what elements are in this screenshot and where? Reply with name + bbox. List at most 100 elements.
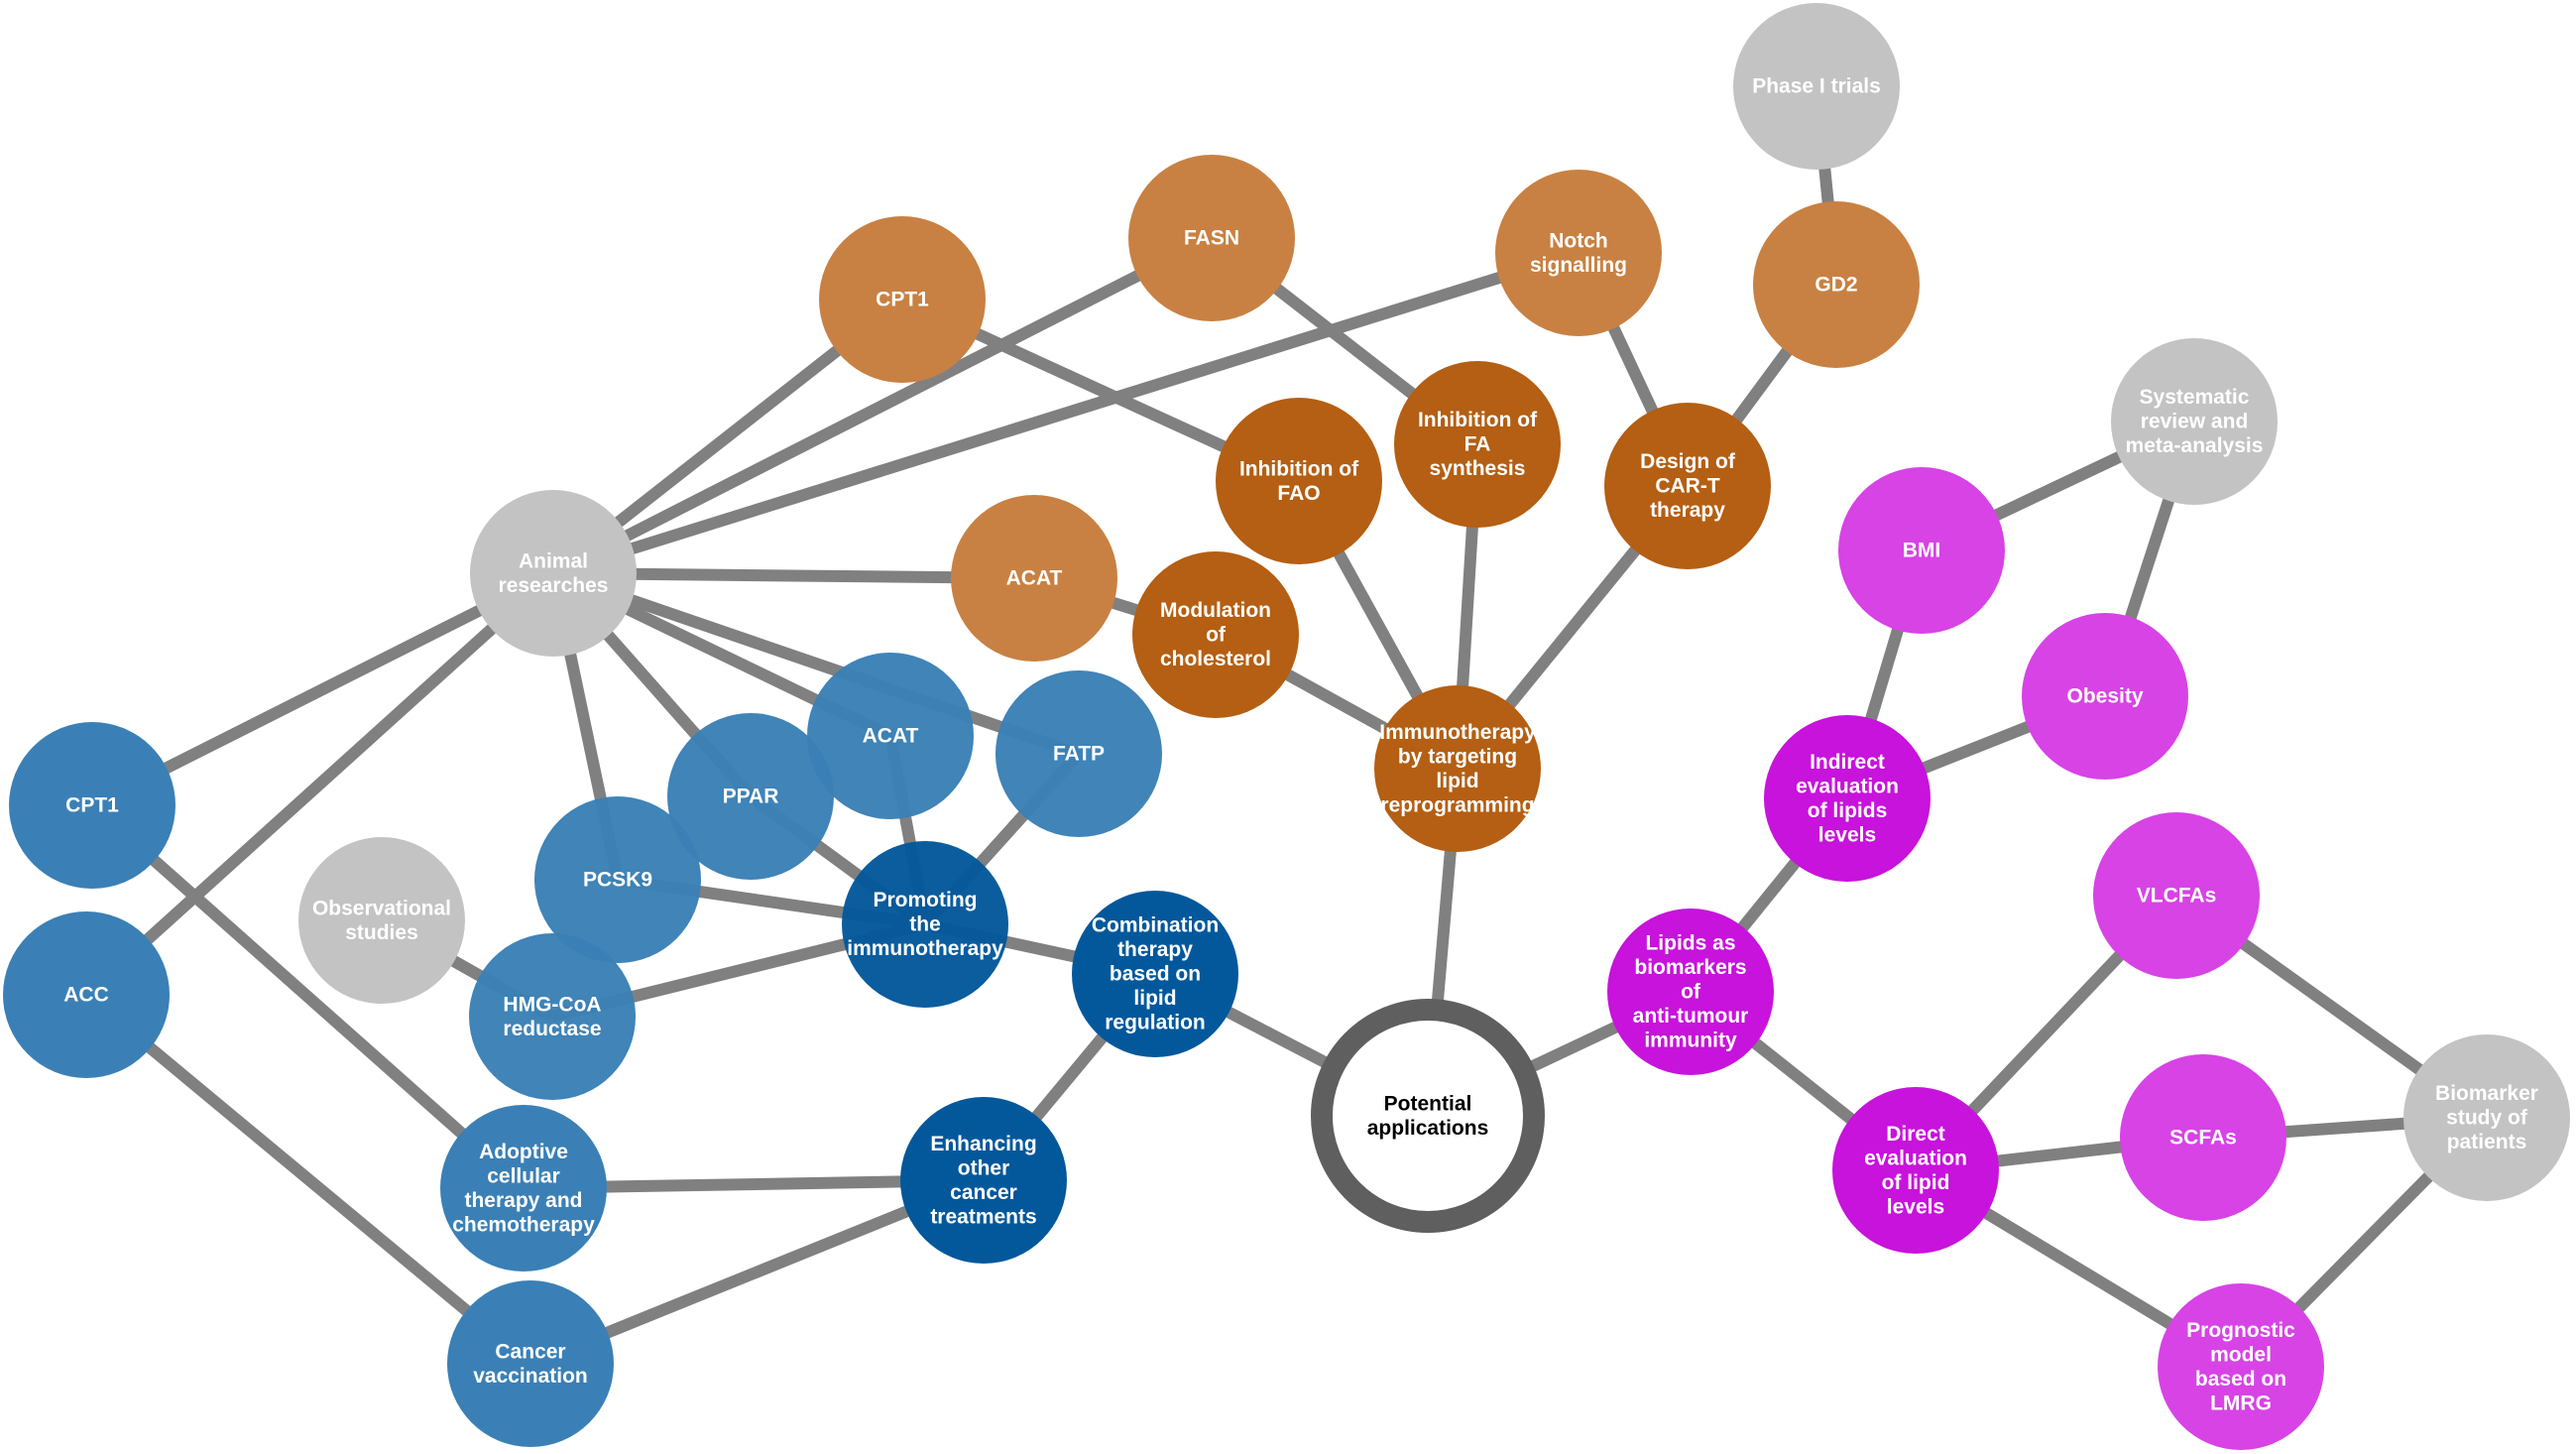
node-label-line: Promoting bbox=[874, 889, 978, 911]
node-circle bbox=[1832, 1087, 1999, 1254]
node-circle bbox=[1753, 201, 1920, 368]
node-label-line: other bbox=[958, 1156, 1010, 1179]
node-circle bbox=[951, 495, 1117, 662]
node-label-line: PCSK9 bbox=[583, 869, 652, 892]
node-label-line: reductase bbox=[503, 1018, 601, 1040]
edge-animal-researches-to-cpt1-blue bbox=[89, 567, 556, 811]
node-label-line: HMG-CoA bbox=[503, 993, 601, 1016]
node-cpt1-orange: CPT1 bbox=[819, 216, 986, 383]
node-label-line: meta-analysis bbox=[2126, 434, 2264, 457]
node-label-line: signalling bbox=[1530, 254, 1627, 277]
node-label-line: Inhibition of bbox=[1239, 457, 1359, 480]
node-label-line: Notch bbox=[1549, 229, 1608, 252]
node-label-line: FATP bbox=[1053, 743, 1105, 766]
node-label-line: of lipid bbox=[1882, 1171, 1950, 1194]
node-label-line: levels bbox=[1887, 1195, 1944, 1218]
node-label-line: cellular bbox=[487, 1164, 560, 1187]
node-acat-orange: ACAT bbox=[951, 495, 1117, 662]
node-circle bbox=[2022, 613, 2188, 780]
node-circle bbox=[1374, 685, 1541, 852]
node-label-line: of lipids bbox=[1808, 799, 1888, 822]
node-label-line: Direct bbox=[1886, 1123, 1945, 1146]
node-bmi: BMI bbox=[1838, 467, 2005, 634]
node-label-line: lipid bbox=[1436, 770, 1478, 792]
node-label-line: evaluation bbox=[1864, 1147, 1967, 1169]
node-label-line: FASN bbox=[1184, 227, 1239, 250]
node-fatp: FATP bbox=[995, 670, 1162, 837]
node-label-line: LMRG bbox=[2210, 1392, 2272, 1414]
node-label-line: study of bbox=[2446, 1107, 2528, 1130]
node-label-line: immunity bbox=[1644, 1030, 1737, 1052]
node-fasn: FASN bbox=[1128, 155, 1295, 321]
node-label-line: Obesity bbox=[2066, 685, 2143, 708]
node-label-line: studies bbox=[345, 921, 418, 944]
node-ppar: PPAR bbox=[667, 713, 834, 880]
node-circle bbox=[440, 1105, 607, 1272]
node-label-line: BMI bbox=[1903, 540, 1941, 562]
node-circle bbox=[2158, 1283, 2324, 1450]
node-label-line: reprogramming bbox=[1380, 793, 1534, 816]
edge-animal-researches-to-notch-signalling bbox=[551, 247, 1581, 579]
edge-cpt1-blue-to-adoptive-cellular bbox=[88, 800, 527, 1193]
node-acat-blue: ACAT bbox=[807, 653, 974, 819]
node-pcsk9: PCSK9 bbox=[534, 796, 701, 963]
node-circle bbox=[2111, 338, 2278, 505]
node-label-line: FAO bbox=[1277, 482, 1320, 505]
node-label-line: Modulation bbox=[1160, 599, 1271, 622]
node-label-line: levels bbox=[1818, 823, 1876, 846]
node-label-line: based on bbox=[2195, 1368, 2286, 1391]
node-label-line: review and bbox=[2141, 411, 2249, 433]
node-label-line: by targeting bbox=[1398, 745, 1517, 768]
node-label-line: model bbox=[2210, 1343, 2272, 1366]
node-scfas: SCFAs bbox=[2120, 1054, 2286, 1221]
node-label-line: researches bbox=[499, 574, 609, 597]
node-label-line: vaccination bbox=[473, 1365, 588, 1388]
node-label-line: immunotherapy bbox=[847, 937, 1003, 960]
node-circle bbox=[1072, 891, 1238, 1057]
node-circle bbox=[807, 653, 974, 819]
node-vlcfas: VLCFAs bbox=[2093, 812, 2260, 979]
node-gd2: GD2 bbox=[1753, 201, 1920, 368]
edge-animal-researches-to-acc bbox=[81, 568, 558, 1000]
node-label-line: treatments bbox=[930, 1205, 1036, 1228]
node-label-line: Biomarker bbox=[2435, 1082, 2538, 1105]
node-circle bbox=[900, 1097, 1067, 1264]
edge-animal-researches-to-fatp bbox=[551, 567, 1081, 760]
node-label-line: Adoptive bbox=[479, 1141, 568, 1163]
node-circle bbox=[819, 216, 986, 383]
node-circle bbox=[1128, 155, 1295, 321]
node-circle bbox=[1216, 398, 1382, 564]
node-circle bbox=[2093, 812, 2260, 979]
node-label-line: based on bbox=[1110, 963, 1201, 986]
node-label-line: anti-tumour bbox=[1633, 1005, 1749, 1028]
node-label-line: biomarkers bbox=[1634, 956, 1746, 979]
node-label-line: CPT1 bbox=[876, 289, 929, 311]
node-circle bbox=[1394, 361, 1561, 528]
node-label-line: Indirect bbox=[1810, 751, 1885, 774]
node-circle bbox=[995, 670, 1162, 837]
node-label-line: Systematic bbox=[2140, 386, 2250, 409]
node-obesity: Obesity bbox=[2022, 613, 2188, 780]
node-circle bbox=[1604, 403, 1771, 569]
node-circle bbox=[470, 490, 637, 657]
node-label-line: applications bbox=[1367, 1117, 1489, 1140]
node-label-line: Observational bbox=[312, 897, 451, 919]
node-label-line: ACAT bbox=[863, 725, 919, 748]
node-label-line: of bbox=[1206, 624, 1227, 647]
node-label-line: Prognostic bbox=[2186, 1319, 2295, 1342]
node-circle bbox=[298, 837, 465, 1004]
node-label-line: cancer bbox=[950, 1181, 1017, 1204]
node-label-line: Lipids as bbox=[1645, 932, 1735, 955]
node-label-line: SCFAs bbox=[2169, 1127, 2237, 1150]
